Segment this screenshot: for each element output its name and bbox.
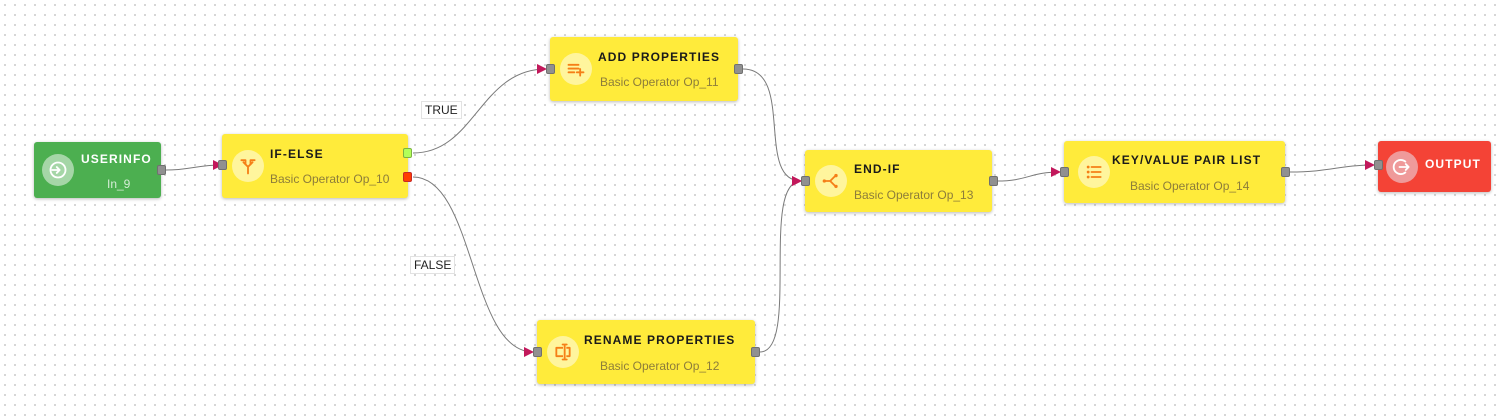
edge-endif-kvlist[interactable] bbox=[996, 167, 1061, 182]
playlist-add-icon bbox=[560, 53, 592, 85]
output-port[interactable] bbox=[1281, 167, 1290, 177]
node-title: END-IF bbox=[854, 162, 901, 176]
node-title: OUTPUT bbox=[1425, 157, 1481, 171]
node-subtitle: Basic Operator Op_11 bbox=[600, 75, 719, 89]
logout-icon bbox=[1386, 150, 1418, 183]
input-port[interactable] bbox=[1060, 167, 1069, 177]
merge-icon bbox=[815, 165, 847, 197]
list-icon bbox=[1078, 156, 1110, 188]
output-port[interactable] bbox=[734, 64, 743, 74]
login-icon bbox=[42, 154, 74, 186]
node-title: USERINFO bbox=[81, 152, 152, 166]
fork-icon bbox=[232, 150, 264, 182]
node-end-if[interactable]: END-IF Basic Operator Op_13 bbox=[801, 150, 998, 212]
node-output[interactable]: OUTPUT bbox=[1374, 141, 1491, 192]
input-port[interactable] bbox=[546, 64, 555, 74]
output-port[interactable] bbox=[157, 165, 166, 175]
input-port[interactable] bbox=[801, 176, 810, 186]
node-key-value-pair-list[interactable]: KEY/VALUE PAIR LIST Basic Operator Op_14 bbox=[1060, 141, 1290, 203]
input-port[interactable] bbox=[1374, 160, 1383, 170]
node-if-else[interactable]: IF-ELSE Basic Operator Op_10 bbox=[218, 134, 412, 198]
rename-icon bbox=[547, 336, 579, 368]
edge-userinfo-ifelse[interactable] bbox=[165, 160, 223, 171]
output-port[interactable] bbox=[989, 176, 998, 186]
edge-label-false: FALSE bbox=[410, 256, 456, 274]
node-title: KEY/VALUE PAIR LIST bbox=[1112, 153, 1262, 167]
input-port[interactable] bbox=[533, 347, 542, 357]
output-port[interactable] bbox=[751, 347, 760, 357]
false-output-port[interactable] bbox=[403, 172, 412, 182]
node-rename-properties[interactable]: RENAME PROPERTIES Basic Operator Op_12 bbox=[533, 320, 760, 384]
edge-kvlist-output[interactable] bbox=[1289, 160, 1375, 173]
true-output-port[interactable] bbox=[403, 148, 412, 158]
node-title: RENAME PROPERTIES bbox=[584, 333, 736, 347]
edge-renameprops-endif[interactable] bbox=[759, 176, 802, 353]
node-title: IF-ELSE bbox=[270, 147, 324, 161]
node-subtitle: Basic Operator Op_10 bbox=[270, 172, 390, 186]
node-subtitle: Basic Operator Op_14 bbox=[1130, 179, 1250, 193]
node-subtitle: In_9 bbox=[107, 177, 131, 191]
node-subtitle: Basic Operator Op_13 bbox=[854, 188, 974, 202]
node-title: ADD PROPERTIES bbox=[598, 50, 721, 64]
node-userinfo[interactable]: USERINFO In_9 bbox=[34, 142, 166, 198]
edge-addprops-endif[interactable] bbox=[742, 68, 802, 186]
node-add-properties[interactable]: ADD PROPERTIES Basic Operator Op_11 bbox=[546, 37, 743, 101]
node-subtitle: Basic Operator Op_12 bbox=[600, 359, 720, 373]
edge-label-true: TRUE bbox=[421, 101, 462, 119]
input-port[interactable] bbox=[218, 160, 227, 170]
